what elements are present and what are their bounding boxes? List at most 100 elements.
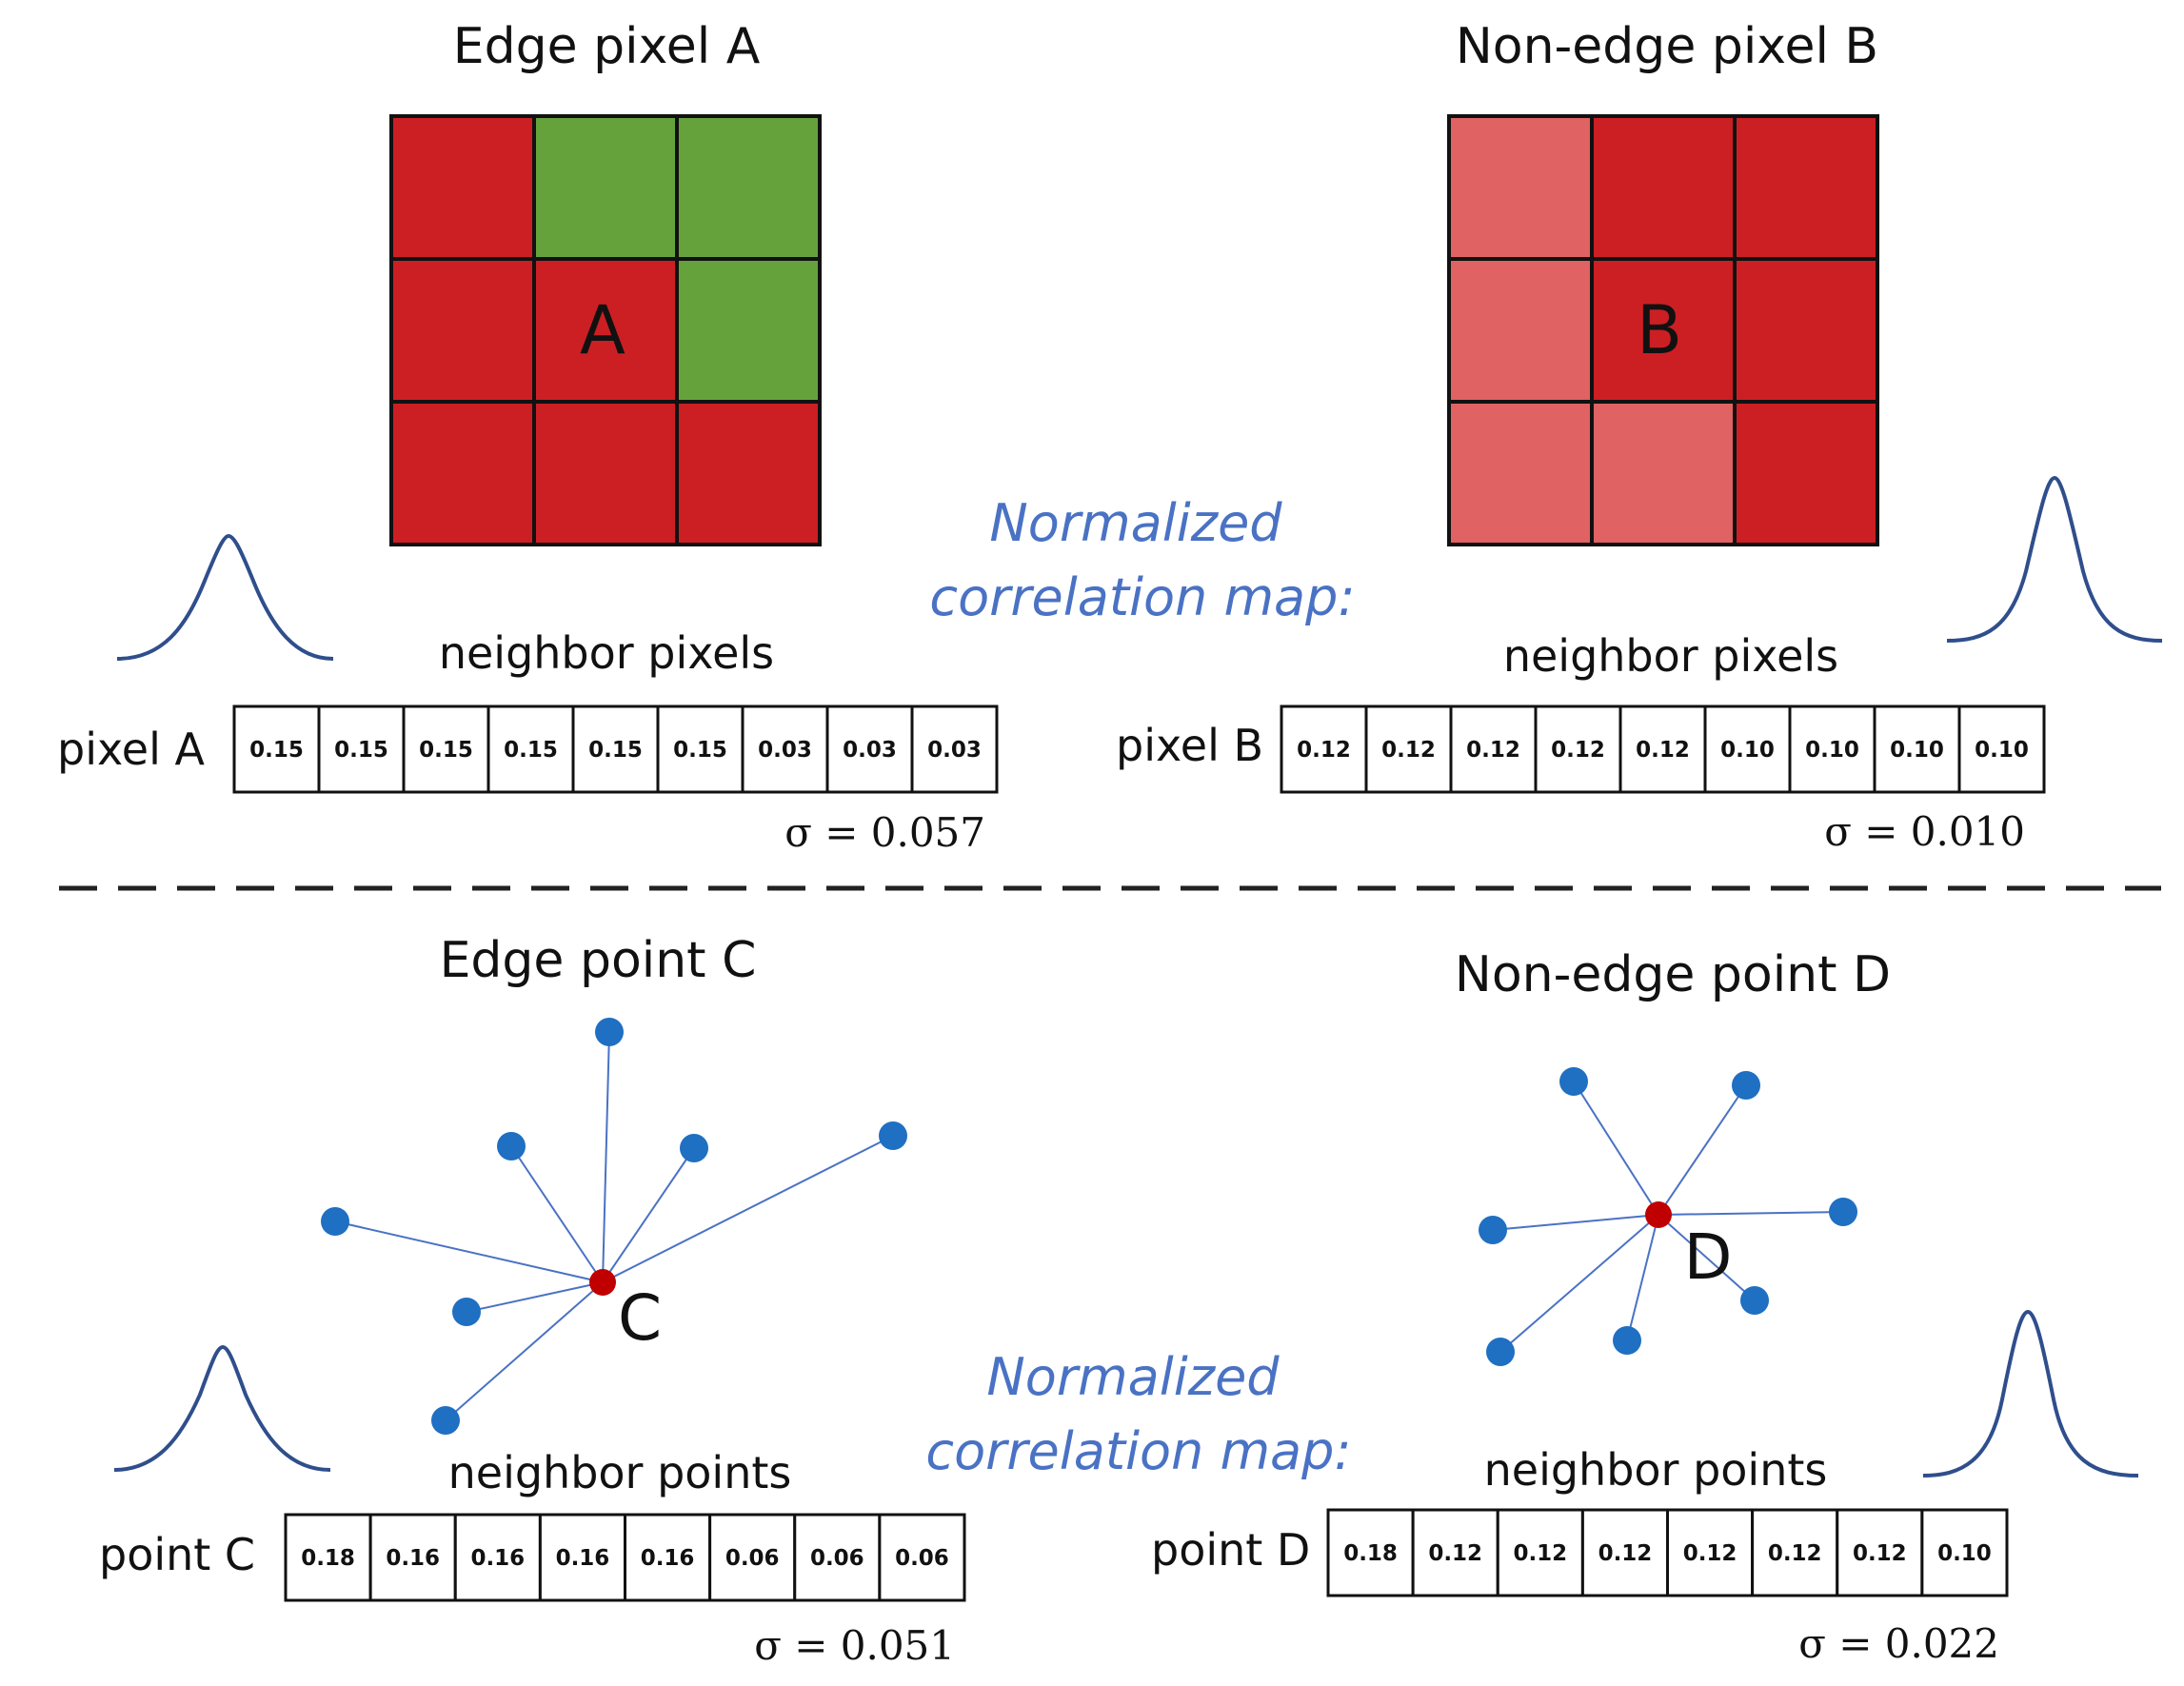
pixel-grid-a-cell — [675, 400, 822, 546]
neighbor-values-row-b-value: 0.10 — [1890, 738, 1944, 763]
graph-d-edge — [1658, 1211, 1844, 1216]
pixel-grid-b-cell — [1447, 114, 1594, 261]
pixel-grid-a — [389, 114, 822, 546]
panel-d-title: Non-edge point D — [1455, 946, 1891, 1003]
pixel-grid-a-cell — [389, 257, 536, 404]
neighbor-pixels-label-a: neighbor pixels — [439, 627, 774, 679]
neighbor-values-row-b-value: 0.12 — [1297, 738, 1351, 763]
neighbor-values-row-c-value: 0.06 — [725, 1546, 780, 1571]
point-graph-d: D — [1479, 1067, 1857, 1366]
graph-c-edge — [445, 1281, 604, 1421]
neighbor-values-row-c-value: 0.06 — [810, 1546, 864, 1571]
neighbor-values-row-d-value: 0.18 — [1343, 1541, 1398, 1566]
pixel-grid-b-cell — [1447, 257, 1594, 404]
neighbor-values-row-a-cell — [232, 704, 321, 794]
pixel-b-center-label: B — [1637, 291, 1682, 369]
neighbor-values-row-b-cell — [1364, 704, 1453, 794]
neighbor-values-row-a-value: 0.03 — [843, 738, 897, 763]
point-c-row-label: point C — [99, 1529, 255, 1580]
pixel-grid-a-cell — [389, 400, 536, 546]
neighbor-values-row-d-value: 0.12 — [1598, 1541, 1653, 1566]
panel-c-title: Edge point C — [440, 932, 757, 989]
sigma-a: σ = 0.057 — [784, 809, 985, 856]
pixel-grid-b-cell — [1590, 400, 1737, 546]
pixel-grid-a-cell — [675, 257, 822, 404]
graph-c-edge — [602, 1147, 695, 1283]
neighbor-values-row-b-cell — [1957, 704, 2046, 794]
neighbor-values-row-c-cell — [284, 1513, 372, 1602]
pixel-grid-b-cell — [1733, 257, 1879, 404]
point-c-label: C — [618, 1281, 662, 1355]
neighbor-values-row-d-value: 0.12 — [1853, 1541, 1907, 1566]
neighbor-point-d — [1740, 1286, 1769, 1315]
neighbor-values-row-c-cell — [368, 1513, 457, 1602]
neighbor-values-row-a-value: 0.15 — [249, 738, 304, 763]
neighbor-point-c — [680, 1134, 708, 1162]
center-point-d — [1645, 1201, 1672, 1228]
center-point-c — [589, 1269, 616, 1296]
point-d-label: D — [1684, 1220, 1733, 1294]
neighbor-values-row-a-cell — [571, 704, 660, 794]
distribution-curve-d — [1922, 1309, 2139, 1478]
distribution-curve-c — [113, 1344, 331, 1472]
pixel-grid-b-cell — [1733, 400, 1879, 546]
neighbor-values-row-b-value: 0.10 — [1805, 738, 1859, 763]
neighbor-values-row-a-cell — [402, 704, 490, 794]
point-d-row-label: point D — [1151, 1524, 1310, 1576]
graph-c-edge — [602, 1031, 610, 1283]
pixel-b-row-label: pixel B — [1116, 720, 1263, 771]
neighbor-values-row-b-cell — [1873, 704, 1961, 794]
neighbor-values-row-a-value: 0.03 — [927, 738, 982, 763]
neighbor-point-c — [452, 1298, 481, 1326]
neighbor-point-c — [595, 1018, 624, 1046]
neighbor-values-row-a-value: 0.03 — [758, 738, 812, 763]
neighbor-values-row-d-value: 0.12 — [1683, 1541, 1737, 1566]
neighbor-values-row-a-cell — [486, 704, 575, 794]
neighbor-values-row-d-value: 0.12 — [1513, 1541, 1567, 1566]
neighbor-points-label-d: neighbor points — [1484, 1444, 1828, 1496]
neighbor-values-row-c-value: 0.16 — [386, 1546, 440, 1571]
graph-c-edge — [466, 1281, 604, 1313]
pixel-grid-b-cell — [1733, 114, 1879, 261]
neighbor-values-row-a-value: 0.15 — [334, 738, 388, 763]
neighbor-values-row-d-cell — [1666, 1508, 1755, 1597]
bottom-note-line1: Normalized — [986, 1347, 1280, 1407]
neighbor-values-row-d-cell — [1580, 1508, 1669, 1597]
neighbor-values-row-b-value: 0.10 — [1975, 738, 2029, 763]
neighbor-values-row-b-value: 0.12 — [1636, 738, 1690, 763]
neighbor-values-row-d-value: 0.12 — [1768, 1541, 1822, 1566]
pixel-a-row-label: pixel A — [57, 724, 205, 775]
neighbor-values-row-c-cell — [538, 1513, 626, 1602]
panel-b-title: Non-edge pixel B — [1456, 18, 1878, 75]
pixel-grid-a-cell — [389, 114, 536, 261]
neighbor-point-c — [431, 1406, 460, 1435]
neighbor-values-row-a-value: 0.15 — [673, 738, 727, 763]
sigma-c: σ = 0.051 — [754, 1622, 955, 1669]
neighbor-values-row-b-cell — [1788, 704, 1876, 794]
graph-d-edge — [1658, 1084, 1747, 1216]
distribution-curve-b — [1946, 475, 2163, 643]
graph-d-edge — [1626, 1214, 1659, 1341]
graph-d-edge — [1658, 1214, 1756, 1301]
pixel-grid-a-cell — [532, 400, 679, 546]
neighbor-point-d — [1829, 1198, 1857, 1226]
neighbor-values-row-a-value: 0.15 — [504, 738, 558, 763]
neighbor-point-d — [1732, 1071, 1760, 1100]
neighbor-values-row-a-cell — [825, 704, 914, 794]
neighbor-values-row-b-value: 0.12 — [1466, 738, 1520, 763]
pixel-grid-b-cell — [1590, 257, 1737, 404]
neighbor-values-row-d-cell — [1836, 1508, 1924, 1597]
graph-d-edge — [1499, 1214, 1659, 1353]
neighbor-pixels-label-b: neighbor pixels — [1503, 630, 1838, 682]
top-note-line1: Normalized — [989, 493, 1282, 553]
neighbor-values-row-d-cell — [1751, 1508, 1839, 1597]
neighbor-point-d — [1486, 1338, 1515, 1366]
graph-c-edge — [334, 1220, 604, 1283]
neighbor-values-row-a-cell — [741, 704, 829, 794]
graph-c-edge — [510, 1145, 604, 1283]
